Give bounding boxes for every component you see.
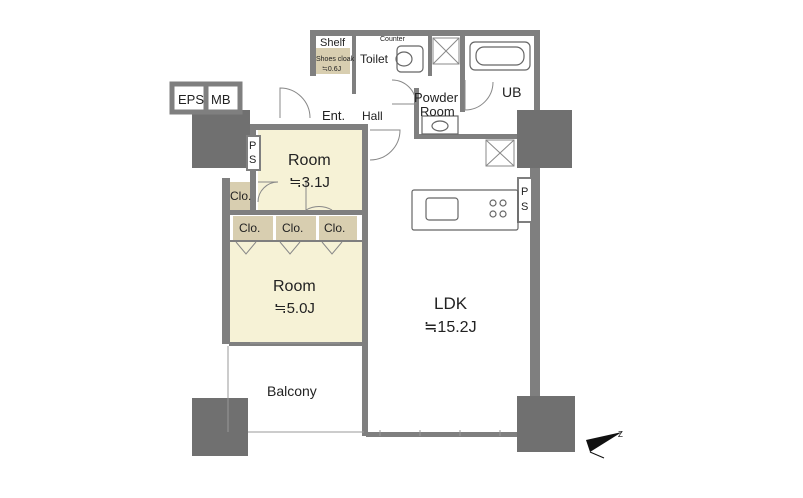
closet-2-floor xyxy=(276,216,316,240)
washer-fixture xyxy=(432,37,460,65)
shoes-cloak-size: ≒0.6J xyxy=(322,66,341,73)
toilet-label: Toilet xyxy=(360,52,389,66)
shoes-cloak-floor xyxy=(314,48,350,74)
shoes-cloak-label: Shoes cloak xyxy=(316,56,355,63)
ldk-floor xyxy=(368,130,530,432)
columns xyxy=(192,110,575,456)
bathtub-fixture xyxy=(469,41,531,71)
room-3-1-name: Room xyxy=(288,152,331,169)
doors xyxy=(235,79,494,255)
ldk-name: LDK xyxy=(434,294,468,313)
closet-2-label: Clo. xyxy=(282,221,303,235)
fridge-fixture xyxy=(485,139,515,167)
counter-label: Counter xyxy=(380,36,406,43)
ps-right-label-s: S xyxy=(521,201,528,213)
ps-left-box xyxy=(246,135,261,171)
svg-text:Z: Z xyxy=(618,430,623,439)
eps-label: EPS xyxy=(178,92,204,107)
closet-1-floor xyxy=(233,216,273,240)
sink-fixture xyxy=(421,115,459,135)
mb-shaft xyxy=(203,81,243,115)
kitchen-counter xyxy=(411,189,519,231)
hall-label: Hall xyxy=(362,109,383,123)
toilet-fixture xyxy=(395,45,424,73)
ub-label: UB xyxy=(502,84,521,100)
room-3-1-floor xyxy=(258,130,364,210)
balcony-rail xyxy=(227,342,364,433)
powder-room-label-2: Room xyxy=(420,104,455,119)
powder-room-label-1: Powder xyxy=(414,90,459,105)
ldk-window xyxy=(379,430,501,436)
room-5-0-size: ≒5.0J xyxy=(274,300,315,317)
hall-floor xyxy=(354,88,414,126)
ps-right-box xyxy=(517,177,533,223)
room-3-1-size: ≒3.1J xyxy=(289,174,330,191)
room-5-0-name: Room xyxy=(273,278,316,295)
closet-3-label: Clo. xyxy=(324,221,345,235)
closet-3-floor xyxy=(319,216,357,240)
closet-1-label: Clo. xyxy=(239,221,260,235)
ps-left-label-s: S xyxy=(249,154,256,166)
closet-small-label: Clo. xyxy=(230,189,251,203)
entrance-label: Ent. xyxy=(322,108,345,123)
balcony-label: Balcony xyxy=(267,383,317,399)
room-5-0-floor xyxy=(229,240,364,342)
north-arrow-icon: Z xyxy=(586,430,623,459)
mb-label: MB xyxy=(211,92,231,107)
ps-left-label-p: P xyxy=(249,140,256,152)
shelf-label: Shelf xyxy=(320,37,346,49)
ps-right-label-p: P xyxy=(521,186,528,198)
ldk-size: ≒15.2J xyxy=(424,319,477,336)
